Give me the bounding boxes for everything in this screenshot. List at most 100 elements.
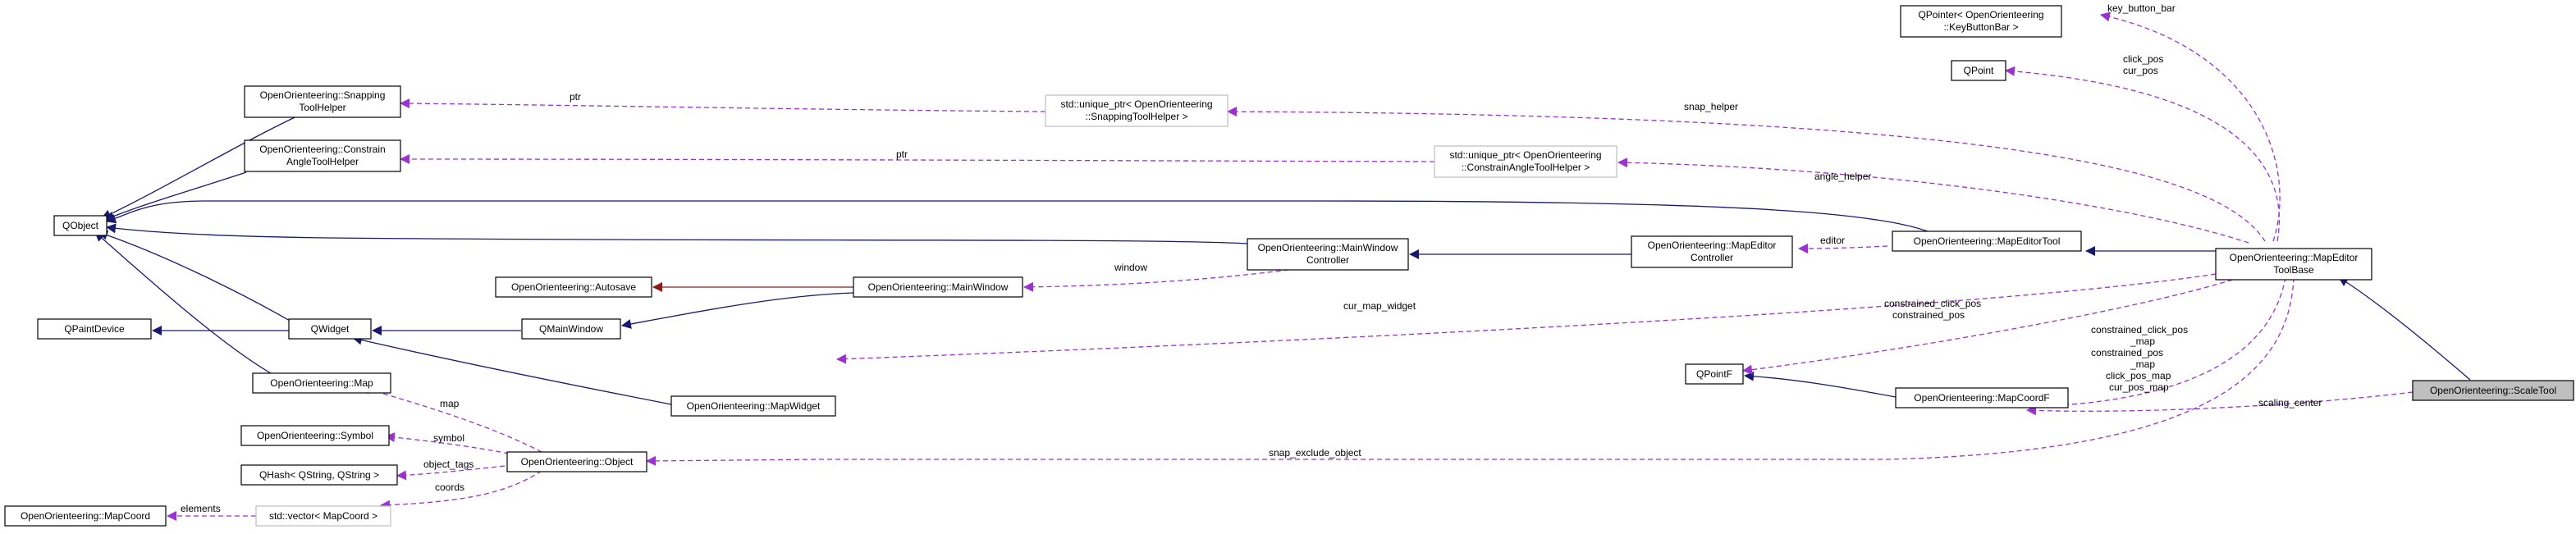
node-mapwidget[interactable]: OpenOrienteering::MapWidget (670, 395, 836, 417)
edge-toolbase-to-uptr-snapping (1227, 107, 2266, 242)
node-mapwidget-line-1: OpenOrienteering::MapWidget (687, 400, 821, 412)
node-qpaintdevice-line-1: QPaintDevice (64, 323, 125, 335)
node-mapcoord[interactable]: OpenOrienteering::MapCoord (4, 505, 167, 527)
node-mainwindowcontroller-line-2: Controller (1306, 254, 1349, 266)
node-mainwindowcontroller-line-1: OpenOrienteering::MainWindow (1258, 242, 1398, 253)
edge-toolbase-to-mapcoordf (2026, 276, 2286, 412)
edges (94, 11, 2471, 521)
edge-toolbase-to-qpointf (1742, 276, 2241, 375)
label-coords: coords (435, 482, 464, 493)
node-qpointer-keybuttonbar[interactable]: QPointer< OpenOrienteering ::KeyButtonBa… (1900, 5, 2062, 38)
node-mapcoordf[interactable]: OpenOrienteering::MapCoordF (1895, 387, 2069, 408)
node-qpointer-keybuttonbar-line-1: QPointer< OpenOrienteering (1918, 9, 2043, 21)
edge-labels: key_button_bar click_pos cur_pos snap_he… (181, 2, 2322, 514)
edge-toolbase-to-qpointer (2100, 11, 2281, 242)
edge-uptr-snapping-to-snapping (400, 98, 1046, 112)
node-constrainangletoolhelper[interactable]: OpenOrienteering::Constrain AngleToolHel… (244, 139, 401, 172)
node-mapeditortoolbase-line-1: OpenOrienteering::MapEditor (2230, 252, 2359, 263)
node-qpointf[interactable]: QPointF (1685, 363, 1744, 385)
node-object[interactable]: OpenOrienteering::Object (506, 451, 647, 472)
label-mapcoordf-2: _map (2130, 335, 2155, 347)
node-qmainwindow-line-1: QMainWindow (539, 323, 603, 335)
node-mapcoord-line-1: OpenOrienteering::MapCoord (21, 510, 150, 522)
edge-map-to-qobject (94, 231, 272, 374)
edge-constrain-to-qobject (104, 171, 247, 221)
node-snappingtoolhelper-line-1: OpenOrienteering::Snapping (260, 89, 386, 101)
edge-toolbase-to-object (646, 276, 2295, 466)
node-vector-mapcoord[interactable]: std::vector< MapCoord > (255, 505, 391, 527)
label-mapcoordf-1: constrained_click_pos (2091, 324, 2188, 335)
node-mainwindow[interactable]: OpenOrienteering::MainWindow (853, 276, 1023, 298)
edge-object-to-qhash (396, 465, 506, 481)
node-constrainangletoolhelper-line-2: AngleToolHelper (286, 156, 359, 167)
node-uptr-constrain[interactable]: std::unique_ptr< OpenOrienteering ::Cons… (1434, 145, 1617, 178)
node-mainwindow-line-1: OpenOrienteering::MainWindow (868, 281, 1009, 293)
node-snappingtoolhelper-line-2: ToolHelper (299, 102, 345, 113)
label-angle-helper: angle_helper (1814, 171, 1871, 182)
edge-uptr-constrain-to-constrain (400, 154, 1435, 165)
label-cur-pos: cur_pos (2123, 65, 2158, 76)
node-qobject-line-1: QObject (62, 220, 99, 231)
node-qobject[interactable]: QObject (53, 215, 108, 236)
label-snap-exclude-object: snap_exclude_object (1269, 447, 1361, 459)
node-symbol-line-1: OpenOrienteering::Symbol (257, 430, 373, 441)
node-vector-mapcoord-line-1: std::vector< MapCoord > (269, 510, 377, 522)
edge-toolbase-to-mapeditorcontroller (1798, 243, 1888, 253)
edge-toolbase-to-qpoint (2005, 66, 2280, 242)
node-qpoint[interactable]: QPoint (1951, 60, 2006, 81)
edge-snapping-to-qobject (101, 112, 304, 219)
node-scaletool[interactable]: OpenOrienteering::ScaleTool (2412, 380, 2574, 401)
nodes: OpenOrienteering::ScaleTool OpenOrientee… (4, 5, 2574, 527)
node-uptr-snapping-line-1: std::unique_ptr< OpenOrienteering (1060, 98, 1212, 110)
node-uptr-snapping[interactable]: std::unique_ptr< OpenOrienteering ::Snap… (1045, 94, 1229, 127)
node-qhash-line-1: QHash< QString, QString > (259, 469, 379, 481)
label-click-pos: click_pos (2123, 53, 2163, 65)
node-autosave[interactable]: OpenOrienteering::Autosave (495, 276, 652, 298)
edge-scaletool-to-mapcoordf (2026, 391, 2414, 416)
node-mapeditorcontroller-line-2: Controller (1691, 252, 1733, 263)
node-snappingtoolhelper[interactable]: OpenOrienteering::Snapping ToolHelper (244, 85, 401, 118)
edge-qwidget-to-qobject (98, 230, 296, 325)
node-qpointer-keybuttonbar-line-2: ::KeyButtonBar > (1943, 21, 2018, 33)
label-mapcoordf-3: constrained_pos (2091, 347, 2163, 358)
node-mapeditorcontroller-line-1: OpenOrienteering::MapEditor (1648, 240, 1777, 251)
node-uptr-snapping-line-2: ::SnappingToolHelper > (1085, 111, 1187, 122)
node-qpointf-line-1: QPointF (1696, 368, 1732, 380)
node-mapeditortool[interactable]: OpenOrienteering::MapEditorTool (1892, 230, 2082, 252)
node-qwidget[interactable]: QWidget (288, 318, 372, 340)
label-ptr-constrain: ptr (896, 148, 908, 160)
label-ptr-snapping: ptr (570, 91, 581, 103)
node-scaletool-line-1: OpenOrienteering::ScaleTool (2430, 385, 2556, 396)
node-mapcoordf-line-1: OpenOrienteering::MapCoordF (1914, 392, 2049, 404)
node-mapeditortool-line-1: OpenOrienteering::MapEditorTool (1914, 235, 2061, 247)
label-mapcoordf-5: click_pos_map (2106, 370, 2171, 381)
label-elements: elements (181, 503, 221, 514)
node-autosave-line-1: OpenOrienteering::Autosave (511, 281, 636, 293)
node-qhash[interactable]: QHash< QString, QString > (240, 464, 398, 486)
node-map[interactable]: OpenOrienteering::Map (252, 372, 391, 394)
node-mapeditortoolbase[interactable]: OpenOrienteering::MapEditor ToolBase (2215, 248, 2372, 281)
edge-mapcoordf-to-qpointf (1744, 371, 1897, 398)
label-object-tags: object_tags (423, 459, 474, 470)
node-mainwindowcontroller[interactable]: OpenOrienteering::MainWindow Controller (1247, 238, 1409, 271)
node-mapeditortoolbase-line-2: ToolBase (2273, 264, 2314, 276)
edge-mapwidget-to-qwidget (352, 335, 672, 405)
node-uptr-constrain-line-2: ::ConstrainAngleToolHelper > (1462, 162, 1590, 173)
edge-object-to-map (360, 385, 542, 453)
node-symbol[interactable]: OpenOrienteering::Symbol (240, 425, 390, 446)
node-mapeditorcontroller[interactable]: OpenOrienteering::MapEditor Controller (1631, 235, 1793, 268)
node-qpaintdevice[interactable]: QPaintDevice (37, 318, 152, 340)
node-uptr-constrain-line-1: std::unique_ptr< OpenOrienteering (1449, 149, 1601, 161)
edge-mainwindowcontroller-to-mainwindow (1023, 263, 1330, 292)
label-map: map (440, 398, 460, 409)
label-window: window (1114, 262, 1147, 273)
node-constrainangletoolhelper-line-1: OpenOrienteering::Constrain (259, 144, 385, 155)
node-qwidget-line-1: QWidget (311, 323, 350, 335)
label-cur-map-widget: cur_map_widget (1343, 300, 1416, 312)
label-editor: editor (1820, 235, 1845, 246)
node-qmainwindow[interactable]: QMainWindow (521, 318, 621, 340)
label-mapcoordf-4: _map (2130, 358, 2155, 370)
label-scaling-center: scaling_center (2258, 397, 2322, 408)
node-qpoint-line-1: QPoint (1964, 65, 1994, 76)
